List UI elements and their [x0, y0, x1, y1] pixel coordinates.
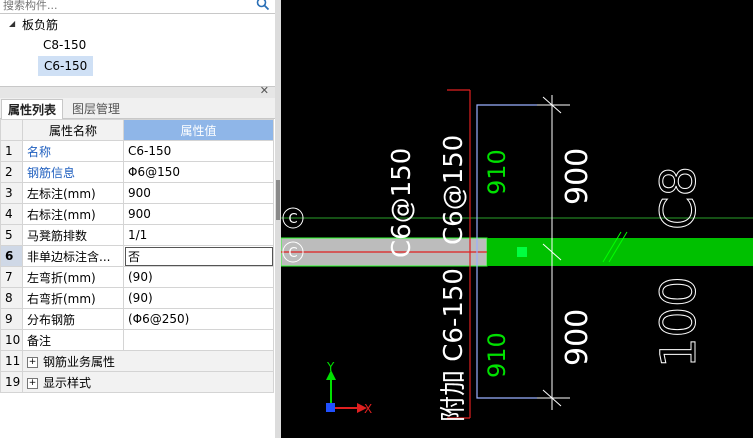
row-number: 7 [0, 266, 23, 288]
row-number: 8 [0, 287, 23, 309]
tab-layer-management[interactable]: 图层管理 [72, 102, 121, 116]
rebar-label-far: 100 [651, 276, 707, 368]
property-row-selected[interactable]: 6 非单边标注含... 否 [0, 245, 274, 267]
property-row[interactable]: 7 左弯折(mm) (90) [0, 266, 274, 288]
search-input[interactable] [3, 0, 243, 12]
tree-node-root[interactable]: 板负筋 [22, 18, 59, 32]
panel-title-bar: ✕ [0, 84, 275, 99]
panel-splitter[interactable] [275, 0, 281, 438]
header-value: 属性值 [123, 119, 274, 141]
property-row[interactable]: 2 钢筋信息 Φ6@150 [0, 161, 274, 183]
property-value[interactable]: (90) [123, 287, 274, 309]
rebar-label: C6@150 [387, 148, 417, 258]
row-number: 5 [0, 224, 23, 246]
property-name: 分布钢筋 [22, 308, 124, 330]
property-group-row[interactable]: 19 + 显示样式 [0, 371, 274, 393]
axis-label: C [288, 212, 297, 227]
row-number: 19 [0, 371, 23, 393]
component-tree: ◢ 板负筋 C8-150 C6-150 [0, 14, 275, 86]
property-name: 非单边标注含... [22, 245, 124, 267]
row-number: 11 [0, 350, 23, 372]
property-name: 右标注(mm) [22, 203, 124, 225]
row-number: 6 [0, 245, 23, 267]
property-name: 右弯折(mm) [22, 287, 124, 309]
row-number: 3 [0, 182, 23, 204]
property-grid: 属性名称 属性值 1 名称 C6-150 2 钢筋信息 Φ6@150 3 左标注… [0, 119, 274, 393]
header-corner [0, 119, 23, 141]
property-value[interactable]: (Φ6@250) [123, 308, 274, 330]
property-row[interactable]: 5 马凳筋排数 1/1 [0, 224, 274, 246]
tab-property-list[interactable]: 属性列表 [1, 99, 64, 120]
break-mark [602, 231, 622, 263]
row-number: 10 [0, 329, 23, 351]
tree-node-item-selected[interactable]: C6-150 [38, 56, 94, 76]
property-name: 钢筋信息 [22, 161, 124, 183]
drawing-canvas[interactable]: C C C6@150 C6@150 附加 C6-150 900 900 910 … [280, 0, 753, 438]
property-value[interactable]: 900 [123, 203, 274, 225]
property-name: 名称 [22, 140, 124, 162]
property-group-label: 显示样式 [43, 375, 92, 390]
property-row[interactable]: 1 名称 C6-150 [0, 140, 274, 162]
ucs-origin [326, 403, 335, 412]
header-name: 属性名称 [22, 119, 124, 141]
expand-plus-icon[interactable]: + [27, 377, 38, 389]
rebar-label: C6@150 [439, 135, 469, 245]
property-row[interactable]: 8 右弯折(mm) (90) [0, 287, 274, 309]
property-group-row[interactable]: 11 + 钢筋业务属性 [0, 350, 274, 372]
cad-drawing: C C C6@150 C6@150 附加 C6-150 900 900 910 … [280, 89, 753, 422]
ucs-x-arrow [357, 403, 367, 413]
ucs-x-label: X [364, 402, 372, 416]
property-row[interactable]: 9 分布钢筋 (Φ6@250) [0, 308, 274, 330]
property-value[interactable]: C6-150 [123, 140, 274, 162]
rebar-length-label: 910 [483, 332, 511, 378]
property-name: 备注 [22, 329, 124, 351]
property-group-label: 钢筋业务属性 [43, 354, 116, 369]
property-row[interactable]: 10 备注 [0, 329, 274, 351]
row-number: 2 [0, 161, 23, 183]
rebar-label-far: C8 [651, 166, 707, 230]
axis-bubble [282, 207, 304, 229]
row-number: 1 [0, 140, 23, 162]
dimension-tick [542, 96, 562, 114]
left-panel: ◢ 板负筋 C8-150 C6-150 ✕ 属性列表 图层管理 属性名称 属性值… [0, 0, 275, 438]
property-group[interactable]: + 显示样式 [22, 371, 274, 393]
property-name: 左标注(mm) [22, 182, 124, 204]
rebar-label: 附加 C6-150 [439, 268, 469, 422]
rebar-band [487, 238, 753, 266]
panel-tabs: 属性列表 图层管理 [0, 98, 275, 120]
search-icon[interactable] [256, 0, 270, 11]
rebar-outline [476, 104, 537, 399]
axis-bubble [282, 241, 304, 263]
ucs-y-arrow [326, 370, 336, 380]
ucs-y-label: Y [326, 360, 335, 374]
property-value[interactable] [123, 329, 274, 351]
property-row[interactable]: 3 左标注(mm) 900 [0, 182, 274, 204]
property-header-row: 属性名称 属性值 [0, 119, 274, 141]
property-value[interactable]: Φ6@150 [123, 161, 274, 183]
property-value[interactable]: 1/1 [123, 224, 274, 246]
property-value[interactable]: (90) [123, 266, 274, 288]
property-value[interactable]: 900 [123, 182, 274, 204]
row-number: 4 [0, 203, 23, 225]
dimension-tick [542, 243, 562, 261]
expand-arrow-icon[interactable]: ◢ [9, 19, 16, 28]
rebar-length-label: 910 [483, 149, 511, 195]
dimension-tick [542, 389, 562, 407]
property-value-editing[interactable]: 否 [123, 245, 274, 267]
break-mark [608, 231, 628, 263]
tree-node-item[interactable]: C8-150 [43, 38, 87, 52]
row-number: 9 [0, 308, 23, 330]
close-icon[interactable]: ✕ [259, 84, 269, 97]
property-group[interactable]: + 钢筋业务属性 [22, 350, 274, 372]
grip-handle[interactable] [517, 247, 527, 257]
property-row[interactable]: 4 右标注(mm) 900 [0, 203, 274, 225]
axis-label: C [288, 246, 297, 261]
dimension-label: 900 [560, 309, 595, 366]
dimension-label: 900 [560, 148, 595, 205]
search-bar [0, 0, 275, 14]
expand-plus-icon[interactable]: + [27, 356, 38, 368]
splitter-grip[interactable] [276, 180, 280, 220]
property-name: 左弯折(mm) [22, 266, 124, 288]
property-name: 马凳筋排数 [22, 224, 124, 246]
